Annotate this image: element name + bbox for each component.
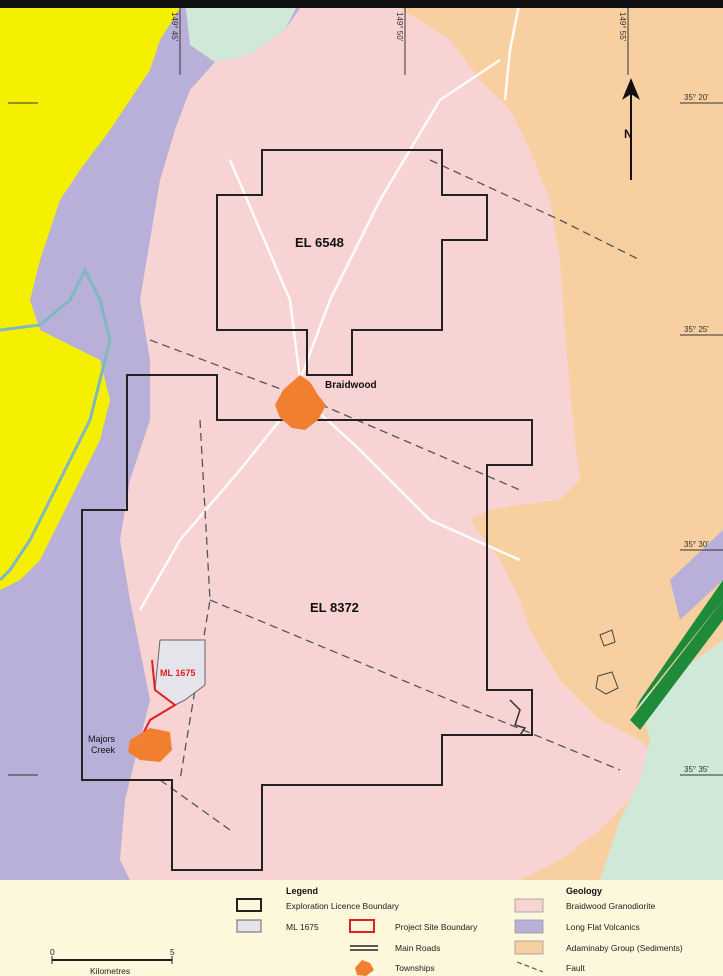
geology-swatch-sediments: [514, 940, 544, 955]
legend-swatch-project: [349, 919, 375, 933]
geology-swatch-fault: [516, 961, 544, 973]
geology-title: Geology: [566, 886, 602, 896]
granodiorite-unit: [120, 8, 660, 880]
green-unit-north: [185, 0, 300, 62]
latitude-label-2: 35° 25': [684, 325, 709, 334]
geology-label-fault: Fault: [566, 963, 586, 973]
scalebar-end: 5: [170, 947, 175, 957]
dark-green-band-2: [635, 580, 723, 710]
scalebar: 0 5 Kilometres: [50, 947, 175, 976]
label-majors-creek-line2: Creek: [91, 745, 116, 755]
latitude-label-1: 35° 20': [684, 93, 709, 102]
legend-label-townships: Townships: [395, 963, 435, 973]
top-border: [0, 0, 723, 8]
yellow-unit: [0, 0, 185, 590]
geology-swatch-volcanics: [514, 919, 544, 934]
legend-swatch-ml1675: [236, 919, 262, 933]
small-outcrop-1: [599, 629, 616, 647]
majors-creek-township: [128, 728, 172, 762]
mine-symbol: [509, 699, 527, 736]
braidwood-township: [275, 375, 326, 430]
el8372-boundary: [81, 374, 533, 871]
geology-swatch-granodiorite: [514, 898, 544, 913]
river: [0, 266, 112, 582]
geology-label-granodiorite: Braidwood Granodiorite: [566, 901, 656, 911]
legend-label-ml1675: ML 1675: [286, 922, 319, 932]
legend-label-roads: Main Roads: [395, 943, 440, 953]
legend-swatch-townships: [355, 960, 374, 976]
north-arrow: N: [622, 78, 640, 180]
north-arrow-letter: N: [624, 127, 633, 141]
legend-label-exploration: Exploration Licence Boundary: [286, 901, 400, 911]
volcanics-east-unit: [670, 530, 723, 620]
longitude-label-2: 149° 50': [395, 12, 404, 42]
geology-label-sediments: Adaminaby Group (Sediments): [566, 943, 683, 953]
scalebar-start: 0: [50, 947, 55, 957]
legend-swatch-roads: [350, 945, 378, 951]
legend-title: Legend: [286, 886, 318, 896]
legend-swatch-exploration: [236, 898, 262, 912]
green-unit-southeast: [600, 640, 723, 880]
latitude-label-3: 35° 30': [684, 540, 709, 549]
scalebar-unit: Kilometres: [90, 966, 130, 976]
legend-label-project: Project Site Boundary: [395, 922, 478, 932]
label-braidwood: Braidwood: [325, 380, 377, 391]
longitude-label-3: 149° 55': [618, 12, 627, 42]
label-el6548: EL 6548: [295, 235, 344, 250]
dark-green-band: [630, 600, 723, 730]
el6548-boundary: [216, 149, 488, 376]
latitude-label-4: 35° 35': [684, 765, 709, 774]
geology-label-volcanics: Long Flat Volcanics: [566, 922, 640, 932]
grid-ticks: [8, 8, 723, 776]
small-outcrop-2: [595, 671, 619, 695]
label-majors-creek-line1: Majors: [88, 734, 116, 744]
longitude-label-1: 149° 45': [170, 12, 179, 42]
label-el8372: EL 8372: [310, 600, 359, 615]
label-ml1675: ML 1675: [160, 668, 195, 678]
